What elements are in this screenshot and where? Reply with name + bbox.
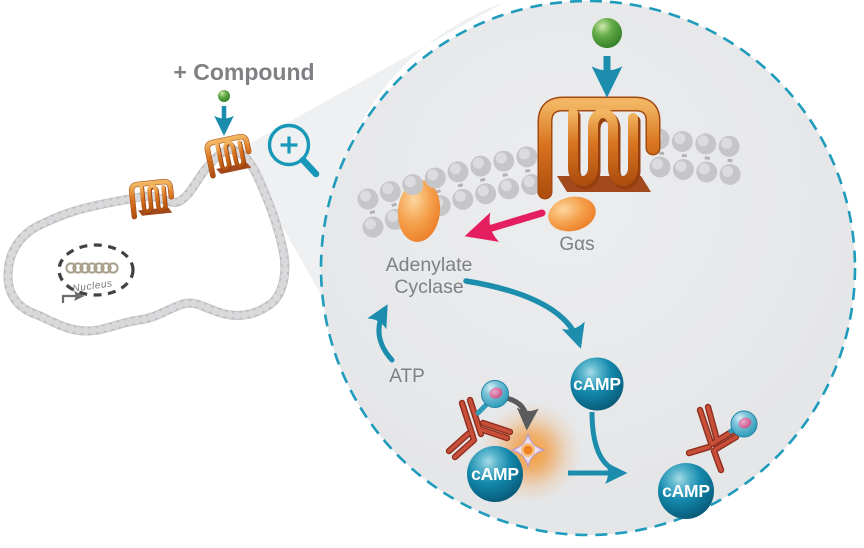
- bead-highlights: [360, 145, 549, 202]
- zoom-cone: [238, 2, 505, 446]
- adenylate-cyclase-enzyme: [397, 180, 441, 242]
- promoter-arrow-icon: [61, 290, 85, 303]
- antibody-icon: [685, 403, 740, 474]
- membrane-bead-row: [649, 156, 746, 186]
- dna-coil-icon: [65, 262, 119, 274]
- magnifier-icon: [267, 123, 320, 178]
- bead-highlights: [365, 173, 552, 230]
- cell-membrane-beads: [3, 145, 289, 336]
- lipid-stems: [369, 166, 548, 215]
- acceptor-star-icon: [510, 432, 546, 468]
- compound-ligand-ball: [218, 90, 230, 102]
- g-alpha-s-label: Gαs: [559, 234, 594, 255]
- binding-arrow: [503, 395, 539, 431]
- cell: Nucleus + Compound: [3, 59, 315, 336]
- donor-bead-icon: [475, 380, 509, 416]
- nucleus: Nucleus: [57, 243, 135, 303]
- atp-label: ATP: [389, 366, 425, 387]
- g-alpha-s-protein: [548, 196, 596, 232]
- camp-sphere: [467, 446, 523, 502]
- compound-label: + Compound: [173, 59, 314, 85]
- antibody-icon: [445, 396, 514, 461]
- camp-sphere: [570, 357, 624, 411]
- camp-production-arrow: [463, 278, 585, 349]
- donor-bead-icon: [728, 410, 758, 438]
- camp-label: cAMP: [573, 374, 621, 394]
- atp-conversion-arrow: [367, 304, 395, 363]
- zoom-circle: [319, 0, 857, 537]
- compound-ligand-ball: [592, 18, 622, 48]
- camp-sphere: [658, 463, 714, 519]
- adenylate-cyclase-label-line1: Adenylate: [386, 254, 473, 276]
- camp-label: cAMP: [662, 481, 710, 501]
- adenylate-cyclase-label-line2: Cyclase: [394, 276, 463, 298]
- activation-arrow: [464, 209, 546, 242]
- camp-label: cAMP: [471, 464, 519, 484]
- plasma-membrane: [357, 128, 746, 242]
